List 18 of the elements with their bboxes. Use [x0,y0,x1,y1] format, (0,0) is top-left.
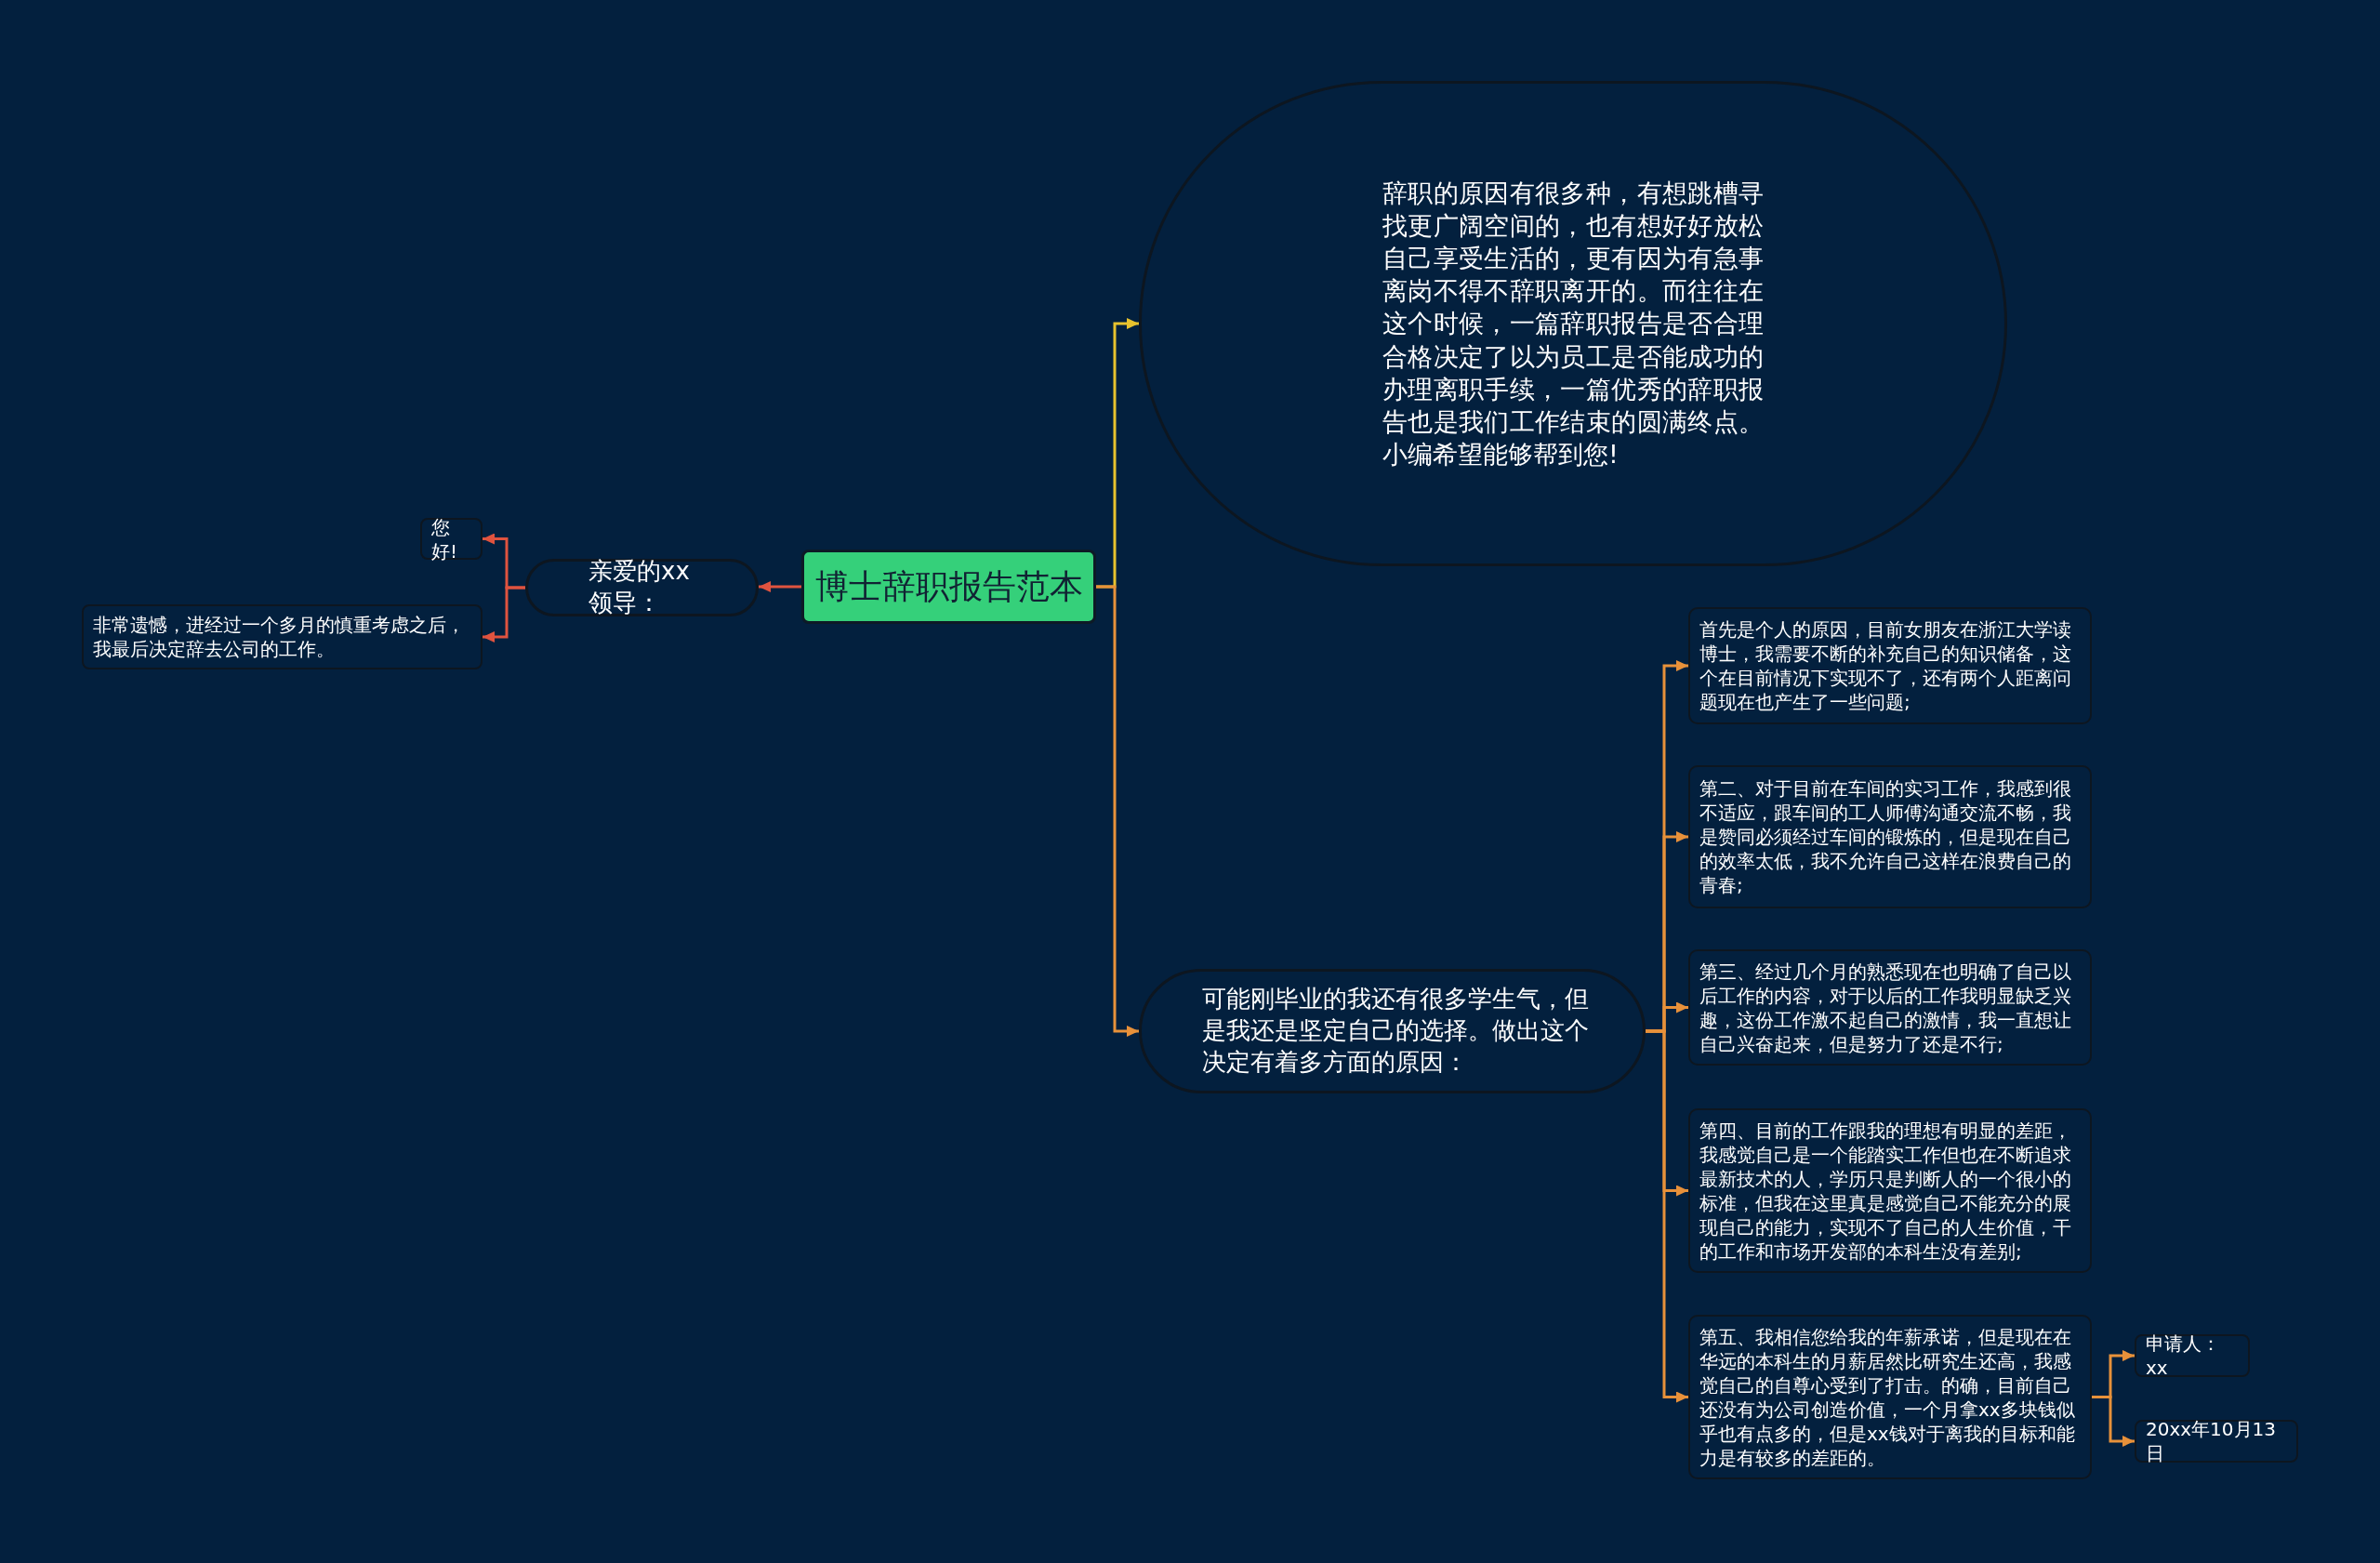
connector-arrow [759,581,801,592]
oval-bubble: 辞职的原因有很多种，有想跳槽寻找更广阔空间的，也有想好好放松自己享受生活的，更有因为有急事离岗不得不辞职离开的。而往往在这个时候，一篇辞职报告是否合理合格决定了以为员工是否能成功的办理离职手续，一篇优秀的辞职报告也是我们工作结束的圆满终点。小编希望能够帮到您! [1139,81,2007,566]
text-box: 申请人：xx [2135,1334,2250,1377]
text-box: 第二、对于目前在车间的实习工作，我感到很不适应，跟车间的工人师傅沟通交流不畅，我是赞同必须经过车间的锻炼的，但是现在自己的效率太低，我不允许自己这样在浪费自己的青春; [1688,765,2092,908]
text-box: 20xx年10月13日 [2135,1420,2298,1463]
topic-pill: 可能刚毕业的我还有很多学生气，但是我还是坚定自己的选择。做出这个决定有着多方面的原因： [1139,969,1646,1093]
text-box: 非常遗憾，进经过一个多月的慎重考虑之后，我最后决定辞去公司的工作。 [82,604,483,669]
connector-arrow [1096,585,1139,1037]
text-box: 首先是个人的原因，目前女朋友在浙江大学读博士，我需要不断的补充自己的知识储备，这个在目前情况下实现不了，还有两个人距离问题现在也产生了一些问题; [1688,607,2092,724]
text-box: 您好! [420,518,483,560]
root-topic-box: 博士辞职报告范本 [801,550,1096,624]
connector-arrow [483,586,525,642]
connector-arrow [2092,1396,2135,1447]
text-box: 第三、经过几个月的熟悉现在也明确了自己以后工作的内容，对于以后的工作我明显缺乏兴趣，这份工作激不起自己的激情，我一直想让自己兴奋起来，但是努力了还是不行; [1688,949,2092,1066]
topic-pill: 亲爱的xx领导： [525,559,759,616]
text-box: 第四、目前的工作跟我的理想有明显的差距，我感觉自己是一个能踏实工作但也在不断追求最新技术的人，学历只是判断人的一个很小的标准，但我在这里真是感觉自己不能充分的展现自己的能力，实现不了自己的人生价值，干的工作和市场开发部的本科生没有差别; [1688,1108,2092,1273]
text-box: 第五、我相信您给我的年薪承诺，但是现在在华远的本科生的月薪居然比研究生还高，我感觉自己的自尊心受到了打击。的确，目前自己还没有为公司创造价值，一个月拿xx多块钱似乎也有点多的，但是xx钱对于离我的目标和能力是有较多的差距的。 [1688,1315,2092,1479]
connector-arrow [1646,1029,1688,1403]
